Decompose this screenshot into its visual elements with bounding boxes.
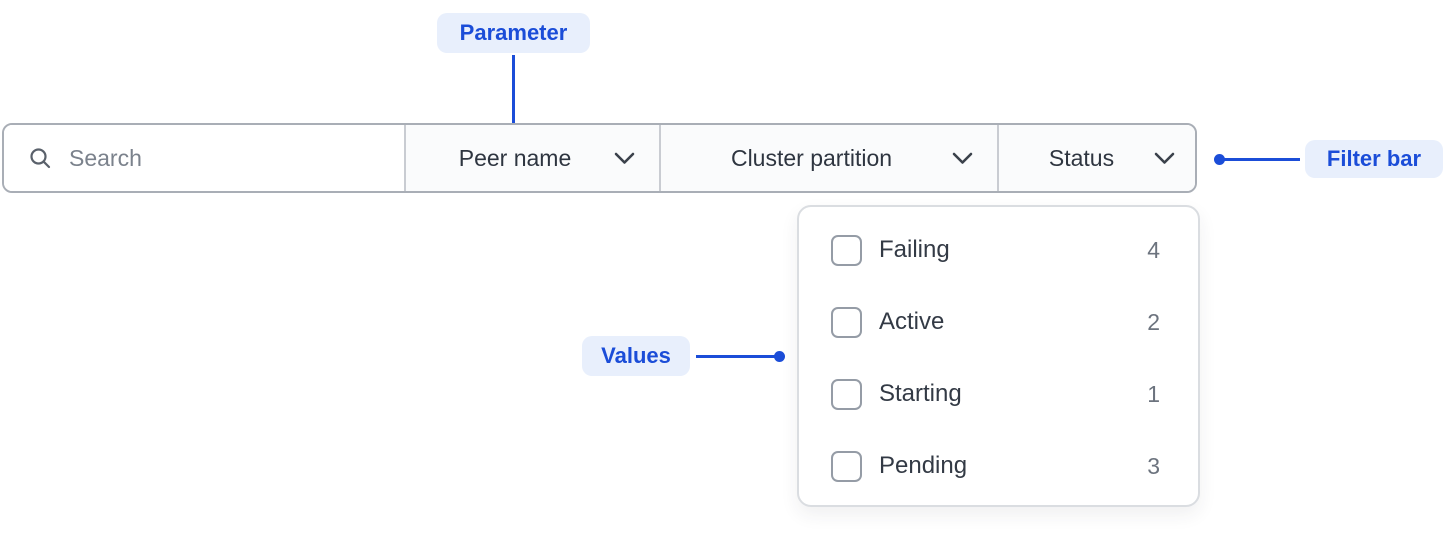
- chevron-down-icon: [1154, 152, 1175, 164]
- parameter-annotation-badge: Parameter: [437, 13, 590, 53]
- option-label: Active: [879, 308, 945, 335]
- checkbox-failing[interactable]: [831, 234, 862, 266]
- chevron-down-icon: [614, 152, 635, 164]
- chevron-down-icon: [952, 152, 973, 164]
- option-label: Starting: [879, 380, 962, 407]
- status-dropdown-label: Status: [1048, 144, 1115, 171]
- filter-bar: Peer name Cluster partition Status: [2, 123, 1197, 193]
- status-option-pending[interactable]: Pending 3: [799, 430, 1198, 502]
- option-count: 2: [1147, 308, 1160, 335]
- option-count: 4: [1147, 236, 1160, 263]
- checkbox-active[interactable]: [831, 306, 862, 338]
- filter-bar-connector-line: [1220, 158, 1300, 161]
- cluster-partition-dropdown[interactable]: Cluster partition: [659, 125, 997, 191]
- search-field[interactable]: [4, 125, 404, 191]
- peer-name-dropdown[interactable]: Peer name: [404, 125, 659, 191]
- option-label: Failing: [879, 236, 950, 263]
- parameter-connector-line: [512, 55, 515, 142]
- values-annotation-badge: Values: [582, 336, 690, 376]
- checkbox-pending[interactable]: [831, 450, 862, 482]
- status-option-failing[interactable]: Failing 4: [799, 214, 1198, 286]
- values-connector-dot: [774, 351, 785, 362]
- search-input[interactable]: [69, 144, 404, 172]
- checkbox-starting[interactable]: [831, 378, 862, 410]
- status-option-starting[interactable]: Starting 1: [799, 358, 1198, 430]
- filter-bar-connector-dot: [1214, 154, 1225, 165]
- status-option-active[interactable]: Active 2: [799, 286, 1198, 358]
- peer-name-dropdown-label: Peer name: [458, 144, 572, 171]
- status-dropdown[interactable]: Status: [997, 125, 1195, 191]
- option-count: 3: [1147, 452, 1160, 479]
- option-count: 1: [1147, 380, 1160, 407]
- search-icon: [30, 148, 51, 169]
- values-connector-line: [696, 355, 780, 358]
- filter-bar-annotation-badge: Filter bar: [1305, 140, 1443, 178]
- status-dropdown-panel: Failing 4 Active 2 Starting 1 Pending 3: [797, 205, 1200, 507]
- cluster-partition-dropdown-label: Cluster partition: [730, 144, 893, 171]
- option-label: Pending: [879, 452, 968, 479]
